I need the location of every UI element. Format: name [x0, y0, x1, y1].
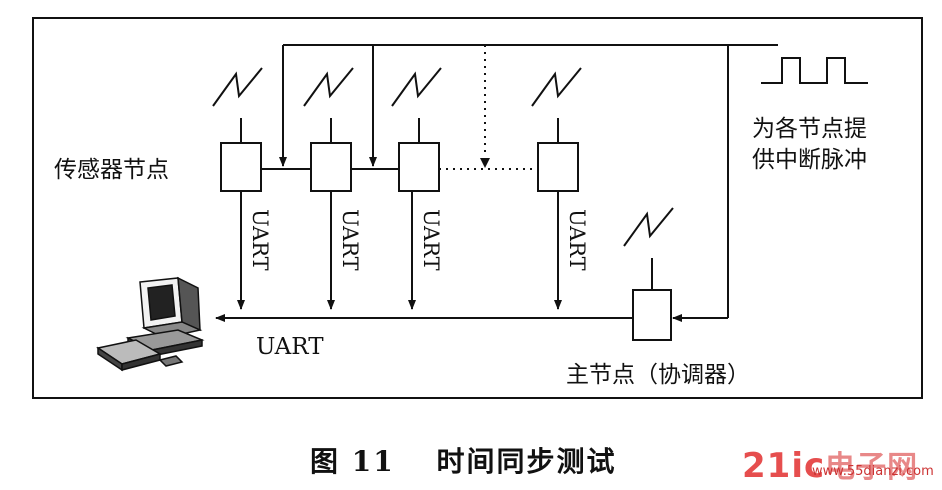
sensor-nodes-label: 传感器节点: [54, 157, 169, 183]
wireless-signal-icon-1: [212, 67, 263, 107]
uart-label-vertical-2: UART: [338, 209, 362, 271]
interrupt-pulse-label-line1: 为各节点提: [752, 116, 867, 142]
watermark-url: www.55dianzi.com: [812, 464, 934, 479]
wireless-signal-icon-master: [623, 207, 674, 247]
uart-label-vertical-4: UART: [565, 209, 589, 271]
interrupt-drop-3-arrowhead: [480, 158, 490, 168]
computer-icon: [96, 276, 205, 372]
sensor-node-box-3: [398, 142, 440, 192]
outer-frame: [32, 17, 923, 399]
wireless-signal-icon-2: [303, 67, 354, 107]
wireless-signal-icon-4: [531, 67, 582, 107]
watermark-logo: 21ic电子网: [742, 442, 918, 486]
watermark-logo-cn: 电子网: [825, 450, 919, 485]
master-node-box: [632, 289, 672, 341]
pulse-waveform-icon: [761, 57, 868, 84]
uart-label-vertical-3: UART: [419, 209, 443, 271]
wireless-signal-icon-3: [391, 67, 442, 107]
sensor-node-box-4: [537, 142, 579, 192]
figure-caption: 图 11 时间同步测试: [310, 445, 617, 478]
sensor-node-box-2: [310, 142, 352, 192]
uart-label-vertical-1: UART: [248, 209, 272, 271]
interrupt-pulse-label-line2: 供中断脉冲: [752, 147, 867, 173]
uart-label-horizontal: UART: [256, 334, 324, 360]
master-node-label: 主节点（协调器）: [566, 362, 750, 388]
sensor-node-box-1: [220, 142, 262, 192]
watermark-logo-digits: 21ic: [742, 446, 826, 486]
